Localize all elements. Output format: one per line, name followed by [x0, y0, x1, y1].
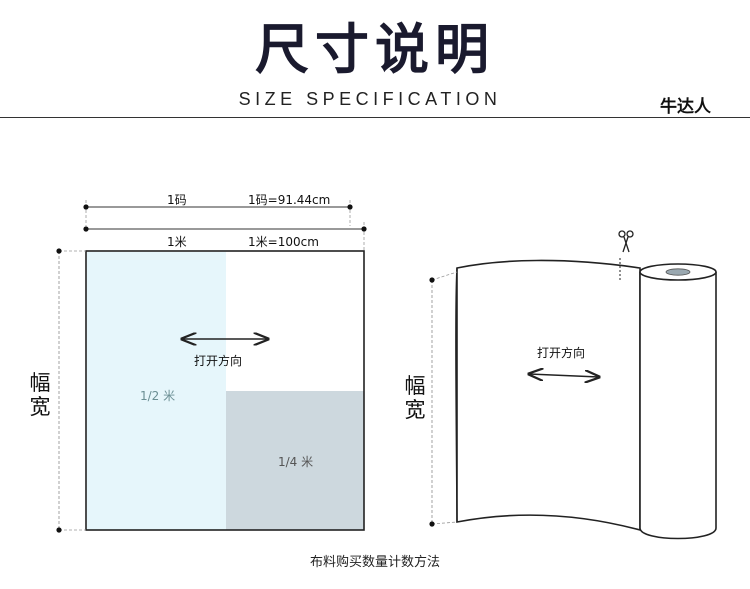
fabric-roll-cylinder — [639, 272, 717, 540]
caption: 布料购买数量计数方法 — [309, 555, 440, 570]
width-label-right: 幅宽 — [404, 374, 426, 422]
width-label-left: 幅宽 — [29, 371, 51, 419]
brand-name: 牛达人 — [660, 97, 711, 117]
page-title: 尺寸说明 — [255, 18, 495, 81]
quarter-meter-area — [226, 391, 364, 530]
open-direction-label-left: 打开方向 — [194, 354, 243, 368]
yard-value: 1码=91.44cm — [248, 193, 331, 207]
scissors-icon — [618, 230, 634, 253]
roll-core — [665, 268, 691, 276]
half-meter-area — [87, 252, 226, 530]
half-meter-label: 1/2 米 — [140, 389, 176, 403]
meter-label: 1米 — [167, 235, 187, 249]
yard-label: 1码 — [167, 193, 187, 207]
open-direction-arrow-right — [529, 374, 599, 377]
page-subtitle: SIZE SPECIFICATION — [238, 89, 502, 109]
open-direction-label-right: 打开方向 — [537, 346, 586, 360]
fabric-square — [85, 250, 365, 531]
header-divider — [0, 117, 750, 118]
meter-value: 1米=100cm — [248, 235, 319, 249]
quarter-meter-label: 1/4 米 — [278, 455, 314, 469]
fabric-roll-sheet — [456, 259, 641, 532]
